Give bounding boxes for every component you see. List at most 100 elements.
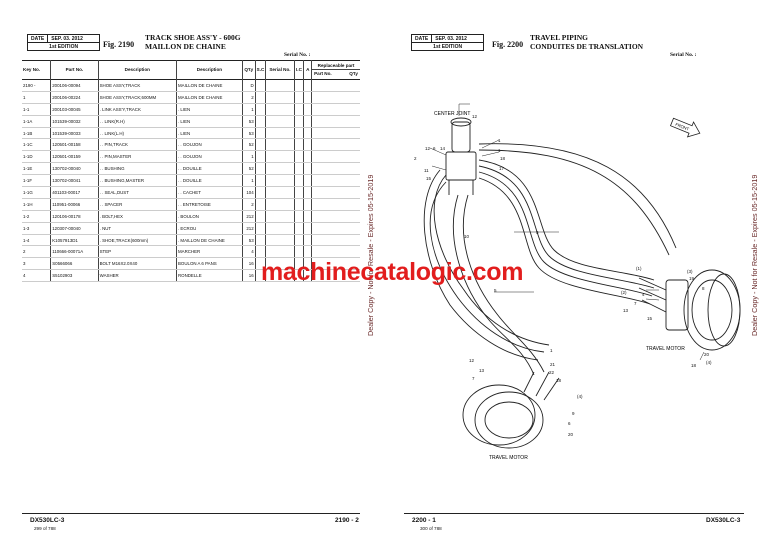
qty-cell: 53 <box>242 234 256 247</box>
empty-cell <box>265 234 295 247</box>
empty-cell <box>303 174 313 188</box>
left-model: DX530LC-3 <box>30 517 65 524</box>
left-date-box: DATE SEP. 03. 2012 1st EDITION <box>26 34 101 51</box>
qty-cell: 1 <box>242 174 256 188</box>
empty-cell <box>303 234 313 247</box>
empty-cell <box>294 210 305 223</box>
empty-cell <box>255 269 267 283</box>
svg-text:14: 14 <box>440 146 446 151</box>
hose-2 <box>478 165 655 289</box>
desc-fr-cell: . . CACHET <box>176 186 243 199</box>
empty-cell <box>311 150 360 164</box>
front-arrow-icon: FRONT <box>669 117 701 138</box>
part-no-cell: 130702-00041 <box>50 174 99 188</box>
key-no-cell: 1-1E <box>22 162 52 176</box>
empty-cell <box>265 222 295 235</box>
empty-cell <box>255 162 267 176</box>
desc-fr-cell: RONDELLE <box>176 269 243 283</box>
svg-text:(2): (2) <box>621 290 627 295</box>
empty-cell <box>311 127 360 140</box>
left-footer-rule <box>22 513 360 514</box>
part-no-cell: K1057913D1 <box>50 234 99 247</box>
empty-cell <box>311 198 360 211</box>
empty-cell <box>265 186 295 199</box>
watermark-text: machinecatalogic.com <box>261 258 524 286</box>
key-no-cell: 2190 - <box>22 79 52 92</box>
part-no-cell: S0566066 <box>50 257 99 271</box>
empty-cell <box>303 162 313 176</box>
svg-text:15: 15 <box>647 316 653 321</box>
empty-cell <box>294 91 305 104</box>
empty-cell <box>294 198 305 211</box>
empty-cell <box>303 127 313 140</box>
part-no-cell: 130702-00040 <box>50 162 99 176</box>
svg-text:13: 13 <box>479 368 485 373</box>
desc-fr-cell: . MAILLON DE CHAINE <box>176 234 243 247</box>
key-no-cell: 1-1H <box>22 198 52 211</box>
svg-text:7: 7 <box>472 376 475 381</box>
empty-cell <box>265 174 295 188</box>
svg-text:6: 6 <box>568 421 571 426</box>
empty-cell <box>311 91 360 104</box>
empty-cell <box>294 115 305 128</box>
svg-text:1: 1 <box>550 348 553 353</box>
empty-cell <box>303 103 313 116</box>
col-sc: S.C <box>255 60 267 80</box>
right-travel-motor-body <box>665 279 689 331</box>
desc-fr-cell: . LIEN <box>176 115 243 128</box>
replaceable-title: Replaceable part <box>312 63 360 70</box>
empty-cell <box>265 245 295 259</box>
empty-cell <box>311 269 360 283</box>
empty-cell <box>294 245 305 259</box>
key-no-cell: 1-1G <box>22 186 52 199</box>
svg-text:19: 19 <box>689 276 695 281</box>
desc-fr-cell: . LIEN <box>176 103 243 116</box>
left-dealer-copy-text: Dealer Copy - Not for Resale - Expires 0… <box>366 174 375 336</box>
svg-text:21: 21 <box>550 362 556 367</box>
col-qty: Q'ty <box>242 60 256 80</box>
empty-cell <box>294 269 305 283</box>
empty-cell <box>255 127 267 140</box>
part-no-cell: 110666-00071A <box>50 245 99 259</box>
hose-7 <box>423 169 539 361</box>
svg-text:18: 18 <box>500 156 506 161</box>
right-page: DATE SEP. 03. 2012 1st EDITION Fig. 2200… <box>384 0 768 543</box>
part-no-cell: 101539-00033 <box>50 127 99 140</box>
empty-cell <box>311 234 360 247</box>
qty-cell: 53 <box>242 115 256 128</box>
empty-cell <box>255 138 267 152</box>
desc-en-cell: . . PIN,TRACK <box>98 138 177 152</box>
svg-text:17: 17 <box>499 166 505 171</box>
desc-fr-cell: . . ENTRETOISE <box>176 198 243 211</box>
empty-cell <box>255 150 267 164</box>
svg-text:4: 4 <box>642 292 645 297</box>
qty-cell: 53 <box>242 127 256 140</box>
desc-en-cell: . SHOE,TRACK(600mm) <box>98 234 177 247</box>
svg-text:7: 7 <box>634 301 637 306</box>
empty-cell <box>255 186 267 199</box>
svg-text:10: 10 <box>464 234 470 239</box>
key-no-cell: 4 <box>22 269 52 283</box>
hose-5 <box>433 174 550 346</box>
empty-cell <box>265 138 295 152</box>
empty-cell <box>294 150 305 164</box>
key-no-cell: 1-1 <box>22 103 52 116</box>
svg-text:5: 5 <box>536 230 539 235</box>
right-fig-number: Fig. 2200 <box>492 40 524 49</box>
desc-fr-cell: . ECROU <box>176 222 243 235</box>
empty-cell <box>294 222 305 235</box>
empty-cell <box>303 79 313 92</box>
desc-en-cell: SHOE ASSY,TRACK;600MM <box>98 91 177 104</box>
svg-text:20: 20 <box>568 432 574 437</box>
rep-part-no: Part No. <box>314 71 332 76</box>
desc-en-cell: STEP <box>98 245 177 259</box>
empty-cell <box>255 91 267 104</box>
empty-cell <box>255 103 267 116</box>
key-no-cell: 1-1B <box>22 127 52 140</box>
right-page-count: 300 of 788 <box>420 526 442 531</box>
empty-cell <box>303 150 313 164</box>
desc-en-cell: . . LINK(L.H) <box>98 127 177 140</box>
